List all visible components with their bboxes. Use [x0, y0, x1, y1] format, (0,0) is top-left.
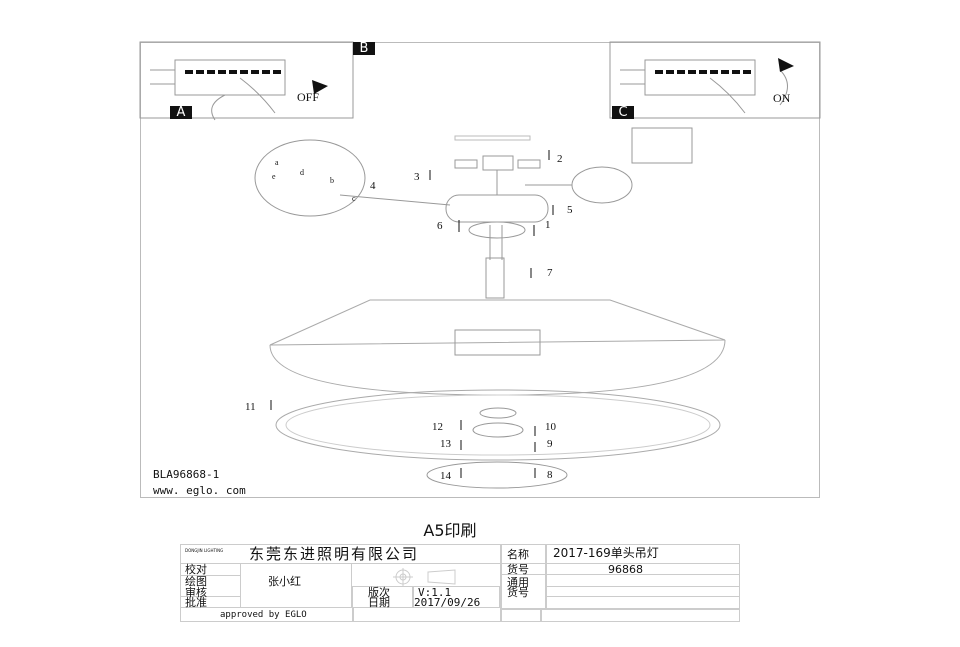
item-number: 96868	[608, 563, 643, 576]
date-value: 2017/09/26	[414, 596, 481, 609]
item-label: 货号	[507, 563, 529, 576]
review-label: 审核	[185, 586, 207, 599]
callout-4: 4	[370, 180, 376, 192]
terminal-block-off	[150, 59, 328, 121]
detail-letter: a	[275, 158, 279, 167]
off-label: OFF	[297, 90, 320, 104]
panel-label-c: C	[612, 106, 634, 119]
callout-7: 7	[547, 267, 553, 279]
callout-9: 9	[547, 438, 553, 450]
date-label: 日期	[368, 596, 390, 609]
draw-label: 绘图	[185, 575, 207, 588]
panel-label-b: B	[353, 42, 375, 55]
drawing-frame	[140, 42, 820, 498]
detail-letter: b	[330, 176, 334, 185]
terminal-block-on	[620, 58, 794, 114]
model-code: BLA96868-1	[153, 468, 220, 481]
callout-3: 3	[414, 171, 420, 183]
callout-11: 11	[245, 401, 256, 413]
version-label: 版次	[368, 586, 390, 599]
detail-letter: e	[272, 172, 276, 181]
on-label: ON	[773, 91, 791, 105]
callout-2: 2	[557, 153, 563, 165]
callout-13: 13	[440, 438, 451, 450]
panel-a-border	[139, 41, 354, 119]
callout-10: 10	[545, 421, 556, 433]
approve-label: 批准	[185, 596, 207, 609]
check-label: 校对	[185, 563, 207, 576]
print-note: A5印刷	[423, 521, 477, 540]
product-name: 2017-169单头吊灯	[553, 546, 659, 560]
callout-5: 5	[567, 204, 573, 216]
version-value: V:1.1	[418, 586, 452, 599]
arrows	[270, 150, 554, 478]
detail-letter: c	[352, 194, 356, 203]
panel-c-border	[609, 41, 821, 119]
callout-1: 1	[545, 219, 551, 231]
drawer-name: 张小红	[268, 575, 301, 588]
callout-12: 12	[432, 421, 443, 433]
approved-by: approved by EGLO	[220, 610, 307, 620]
callout-8: 8	[547, 469, 553, 481]
callout-14: 14	[440, 470, 451, 482]
panel-label-a: A	[170, 106, 192, 119]
callout-6: 6	[437, 220, 443, 232]
website: www. eglo. com	[153, 484, 246, 497]
name-label: 名称	[507, 548, 529, 561]
company-logo: DONGJIN LIGHTING	[185, 548, 224, 553]
general-item-label: 通用货号	[507, 576, 529, 599]
company-name: 东莞东进照明有限公司	[249, 545, 420, 563]
detail-letter: d	[300, 168, 304, 177]
